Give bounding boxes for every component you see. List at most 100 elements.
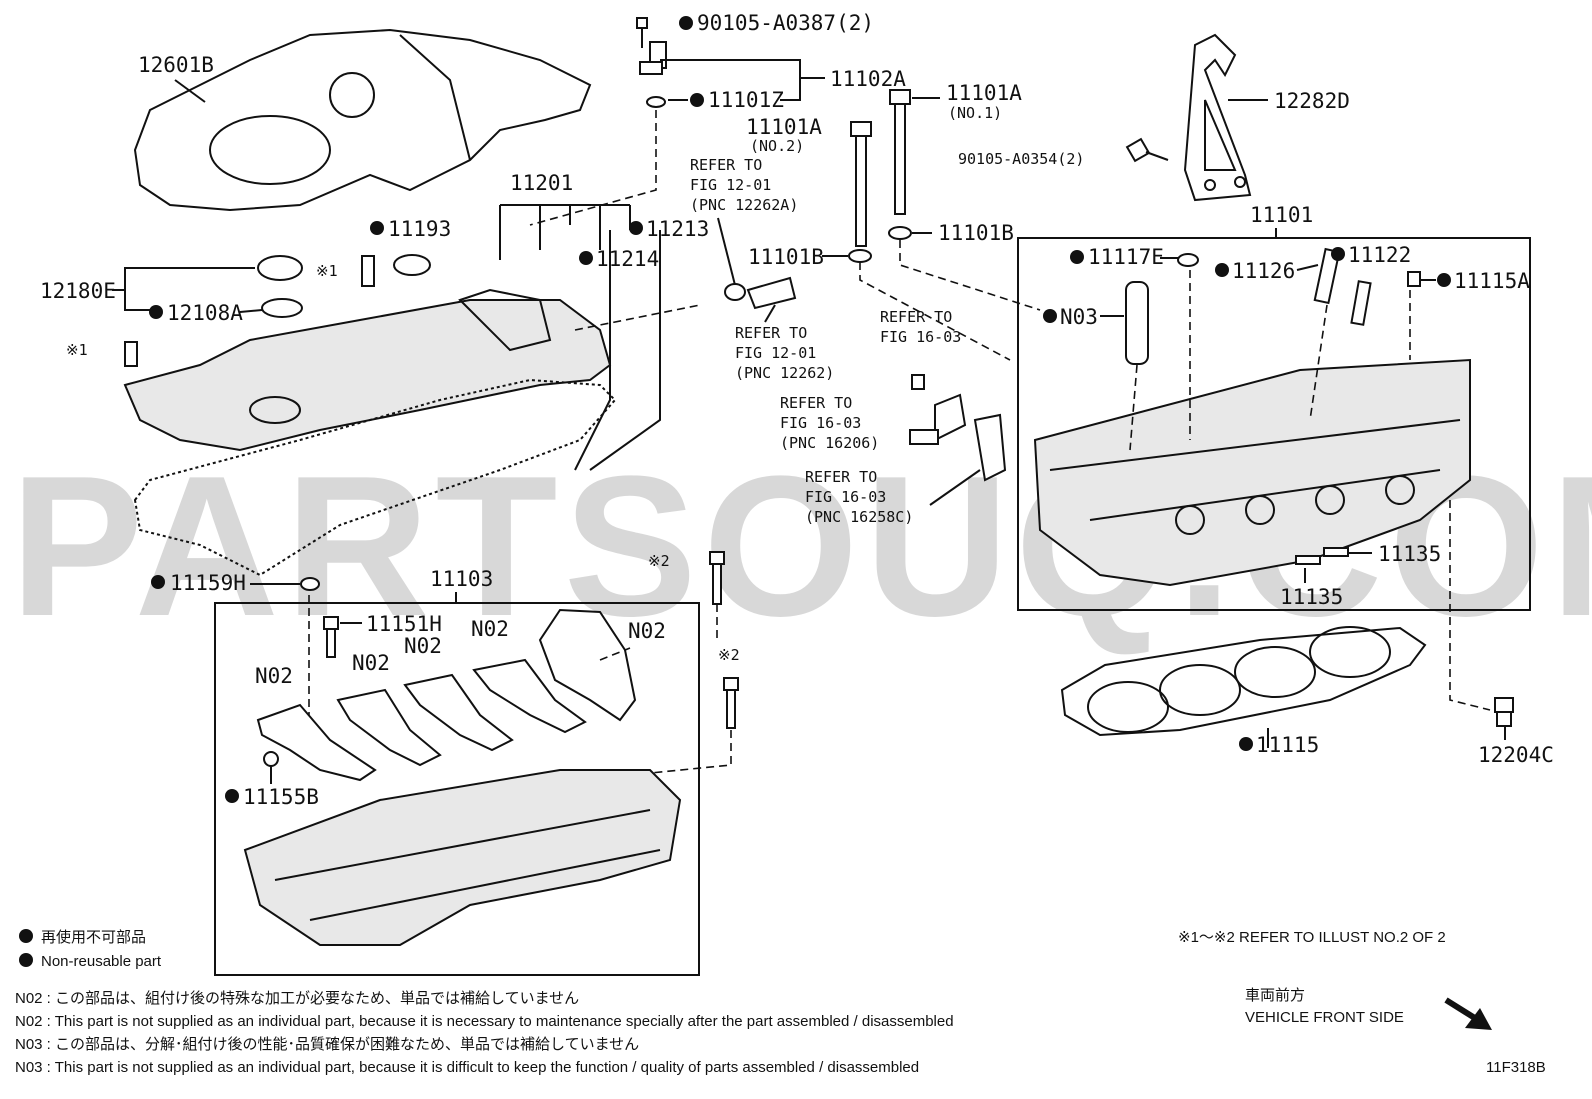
refer-fig-12-01-a: REFER TO FIG 12-01 (PNC 12262A) bbox=[690, 156, 798, 214]
label-12282D: 12282D bbox=[1274, 89, 1350, 113]
note-line-1: N02 : この部品は、組付け後の特殊な加工が必要なため、単品では補給していませ… bbox=[15, 990, 579, 1007]
label-N03: N03 bbox=[1060, 305, 1098, 329]
non-reusable-dot bbox=[690, 93, 704, 107]
label-11101: 11101 bbox=[1250, 203, 1313, 227]
camshaft-housing-drawing bbox=[243, 769, 682, 946]
cylinder-head-drawing bbox=[1033, 358, 1471, 587]
front-direction-arrow-icon bbox=[1444, 997, 1492, 1030]
front-side-en: VEHICLE FRONT SIDE bbox=[1245, 1009, 1404, 1026]
non-reusable-dot bbox=[1331, 247, 1345, 261]
label-11101B-right: 11101B bbox=[938, 221, 1014, 245]
label-11193: 11193 bbox=[388, 217, 451, 241]
label-11101A-no1: 11101A bbox=[946, 81, 1022, 105]
label-11214: 11214 bbox=[596, 247, 659, 271]
dashed-leader bbox=[859, 262, 1011, 361]
label-11101A-no2: 11101A bbox=[746, 115, 822, 139]
label-11126: 11126 bbox=[1232, 259, 1295, 283]
svg-text:FIG 12-01: FIG 12-01 bbox=[735, 344, 816, 362]
dowel-11135-drawing bbox=[1295, 555, 1321, 565]
front-side-jp: 車両前方 bbox=[1245, 987, 1305, 1004]
label-12108A: 12108A bbox=[167, 301, 243, 325]
non-reusable-dot bbox=[1070, 250, 1084, 264]
legend-dot bbox=[19, 929, 33, 943]
label-12204C: 12204C bbox=[1478, 743, 1554, 767]
refer-fig-16-03-b: REFER TO FIG 16-03 (PNC 16206) bbox=[780, 394, 879, 452]
non-reusable-dot bbox=[151, 575, 165, 589]
label-N02-1: N02 bbox=[255, 664, 293, 688]
plug-11115A-drawing bbox=[1407, 271, 1421, 287]
mark-2-top: ※2 bbox=[648, 552, 670, 570]
legend-jp: 再使用不可部品 bbox=[41, 929, 146, 946]
bearing-caps-drawing bbox=[256, 608, 637, 782]
svg-text:REFER TO: REFER TO bbox=[735, 324, 807, 342]
washer-11101B-drawing bbox=[848, 249, 872, 263]
svg-text:(PNC 12262A): (PNC 12262A) bbox=[690, 196, 798, 214]
non-reusable-dot bbox=[629, 221, 643, 235]
non-reusable-dot bbox=[1043, 309, 1057, 323]
note-line-2: N02 : This part is not supplied as an in… bbox=[15, 1013, 954, 1030]
plug-11117E-drawing bbox=[1177, 253, 1199, 267]
label-11115: 11115 bbox=[1256, 733, 1319, 757]
note-line-4: N03 : This part is not supplied as an in… bbox=[15, 1059, 919, 1076]
stud-drawing bbox=[361, 255, 375, 287]
svg-text:FIG 16-03: FIG 16-03 bbox=[880, 328, 961, 346]
non-reusable-dot bbox=[149, 305, 163, 319]
svg-text:FIG 16-03: FIG 16-03 bbox=[780, 414, 861, 432]
dowel-11135-drawing bbox=[1323, 547, 1349, 557]
bolt-90105-A0354-drawing bbox=[1125, 137, 1169, 163]
label-N02-4: N02 bbox=[471, 617, 509, 641]
figure-code: 11F318B bbox=[1486, 1059, 1546, 1076]
mark-1-left: ※1 bbox=[66, 341, 88, 359]
label-N02-2: N02 bbox=[352, 651, 390, 675]
svg-text:REFER TO: REFER TO bbox=[805, 468, 877, 486]
label-11122: 11122 bbox=[1348, 243, 1411, 267]
head-cover-gasket-drawing bbox=[133, 378, 617, 577]
svg-text:(PNC 16206): (PNC 16206) bbox=[780, 434, 879, 452]
cylinder-head-group-box bbox=[1017, 237, 1531, 611]
label-no1: (NO.1) bbox=[948, 104, 1002, 122]
label-11201: 11201 bbox=[510, 171, 573, 195]
washer-11101B-drawing bbox=[888, 226, 912, 240]
label-11101B-left: 11101B bbox=[748, 245, 824, 269]
non-reusable-dot bbox=[679, 16, 693, 30]
legend-dot bbox=[19, 953, 33, 967]
bracket-11102A bbox=[660, 59, 801, 101]
bracket-11201 bbox=[499, 204, 631, 260]
refer-fig-16-03-a: REFER TO FIG 16-03 bbox=[880, 308, 961, 346]
non-reusable-dot bbox=[1239, 737, 1253, 751]
cam-cover-drawing bbox=[123, 288, 612, 452]
label-11213: 11213 bbox=[646, 217, 709, 241]
svg-text:REFER TO: REFER TO bbox=[880, 308, 952, 326]
label-no2: (NO.2) bbox=[750, 137, 804, 155]
bolt-11101A-no1-drawing bbox=[889, 89, 911, 215]
leader-12601B bbox=[174, 79, 206, 103]
label-90105-A0387: 90105-A0387(2) bbox=[697, 11, 874, 35]
mark-1-top: ※1 bbox=[316, 262, 338, 280]
label-11117E: 11117E bbox=[1088, 245, 1164, 269]
head-gasket-11115-drawing bbox=[1060, 626, 1427, 737]
label-12180E: 12180E bbox=[40, 279, 116, 303]
hose-clamp-drawing bbox=[724, 276, 797, 310]
bolt-mark2-top-drawing bbox=[709, 551, 725, 605]
bolt-drawing bbox=[124, 341, 138, 367]
label-N02-5: N02 bbox=[628, 619, 666, 643]
camshaft-housing-group-box bbox=[214, 602, 700, 976]
plug-11155B-drawing bbox=[263, 751, 279, 767]
plug-12204C-drawing bbox=[1494, 697, 1514, 727]
non-reusable-dot bbox=[1437, 273, 1451, 287]
engine-hanger-12282D-drawing bbox=[1183, 33, 1252, 202]
svg-text:(PNC 16258C): (PNC 16258C) bbox=[805, 508, 913, 526]
bolt-11101A-no2-drawing bbox=[850, 121, 872, 247]
engine-cover-drawing bbox=[133, 28, 592, 212]
note-line-3: N03 : この部品は、分解･組付け後の性能･品質確保が困難なため、単品では補給… bbox=[15, 1035, 639, 1053]
label-11103: 11103 bbox=[430, 567, 493, 591]
sensor-11102A-drawing bbox=[639, 41, 667, 75]
label-90105-A0354: 90105-A0354(2) bbox=[958, 150, 1084, 168]
plug-11193-drawing bbox=[393, 254, 431, 276]
label-11135-right: 11135 bbox=[1378, 542, 1441, 566]
non-reusable-dot bbox=[1215, 263, 1229, 277]
mark-2-bottom: ※2 bbox=[718, 646, 740, 664]
non-reusable-dot bbox=[579, 251, 593, 265]
